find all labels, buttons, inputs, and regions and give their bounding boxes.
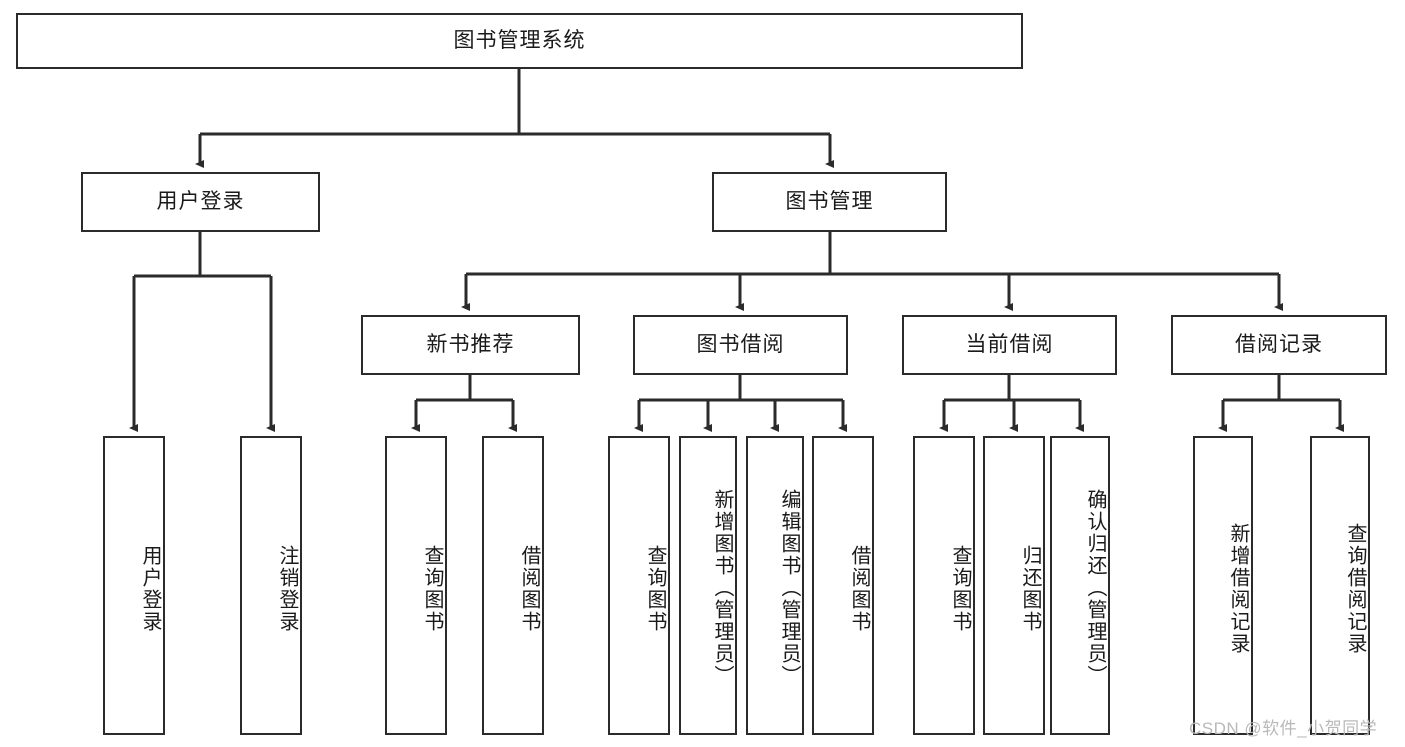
leaf-edit-book-admin[interactable]: 编辑图书（管理员） [746,436,804,735]
node-current-borrow[interactable]: 当前借阅 [902,315,1117,375]
leaf-user-login[interactable]: 用户登录 [103,436,165,735]
leaf-borrow-book[interactable]: 借阅图书 [812,436,874,735]
node-root[interactable]: 图书管理系统 [16,13,1023,69]
node-borrow-records[interactable]: 借阅记录 [1171,315,1387,375]
leaf-return-book[interactable]: 归还图书 [983,436,1045,735]
leaf-confirm-return-admin[interactable]: 确认归还（管理员） [1050,436,1110,735]
node-user-login[interactable]: 用户登录 [81,172,320,232]
leaf-add-borrow-record[interactable]: 新增借阅记录 [1193,436,1253,735]
csdn-watermark: CSDN @软件_小贺同学 [1189,719,1378,738]
leaf-query-book-borrow[interactable]: 查询图书 [608,436,670,735]
leaf-borrow-book-new[interactable]: 借阅图书 [482,436,544,735]
node-book-management[interactable]: 图书管理 [712,172,947,232]
leaf-add-book-admin[interactable]: 新增图书（管理员） [679,436,737,735]
node-new-book-recommend[interactable]: 新书推荐 [361,315,580,375]
leaf-query-book-new[interactable]: 查询图书 [385,436,447,735]
leaf-query-book-current[interactable]: 查询图书 [913,436,975,735]
leaf-query-borrow-record[interactable]: 查询借阅记录 [1310,436,1370,735]
node-book-borrow[interactable]: 图书借阅 [633,315,848,375]
leaf-logout[interactable]: 注销登录 [240,436,302,735]
